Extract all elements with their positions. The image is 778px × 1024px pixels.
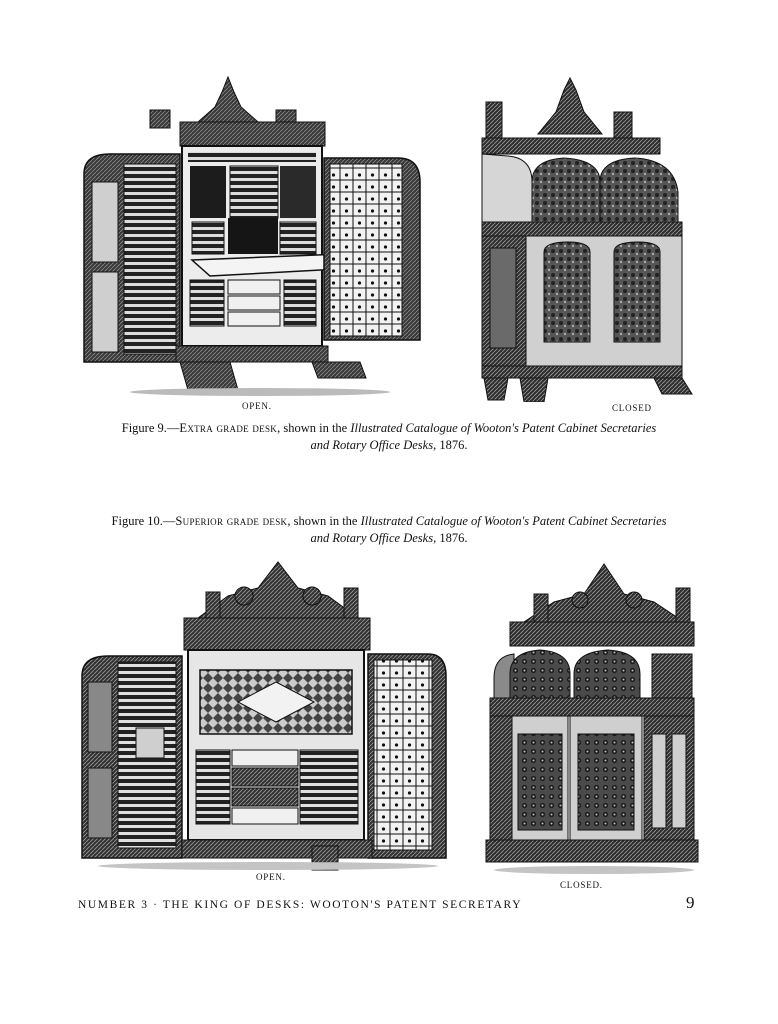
extra-grade-desk-open-engraving — [80, 72, 425, 402]
superior-grade-desk-open-engraving — [78, 558, 450, 873]
fig9-closed-label: CLOSED — [612, 403, 652, 413]
page-number: 9 — [686, 893, 695, 913]
extra-grade-desk-closed-engraving — [478, 72, 703, 402]
fig10-open-label: OPEN. — [256, 872, 286, 882]
figure-10-caption: Figure 10.—Superior grade desk, shown in… — [100, 513, 678, 547]
fig9-open-label: OPEN. — [242, 401, 272, 411]
superior-grade-desk-closed-engraving — [484, 558, 702, 878]
figure-9-caption: Figure 9.—Extra grade desk, shown in the… — [100, 420, 678, 454]
running-footer-title: NUMBER 3 · THE KING OF DESKS: WOOTON'S P… — [78, 899, 522, 911]
fig10-closed-label: CLOSED. — [560, 880, 603, 890]
